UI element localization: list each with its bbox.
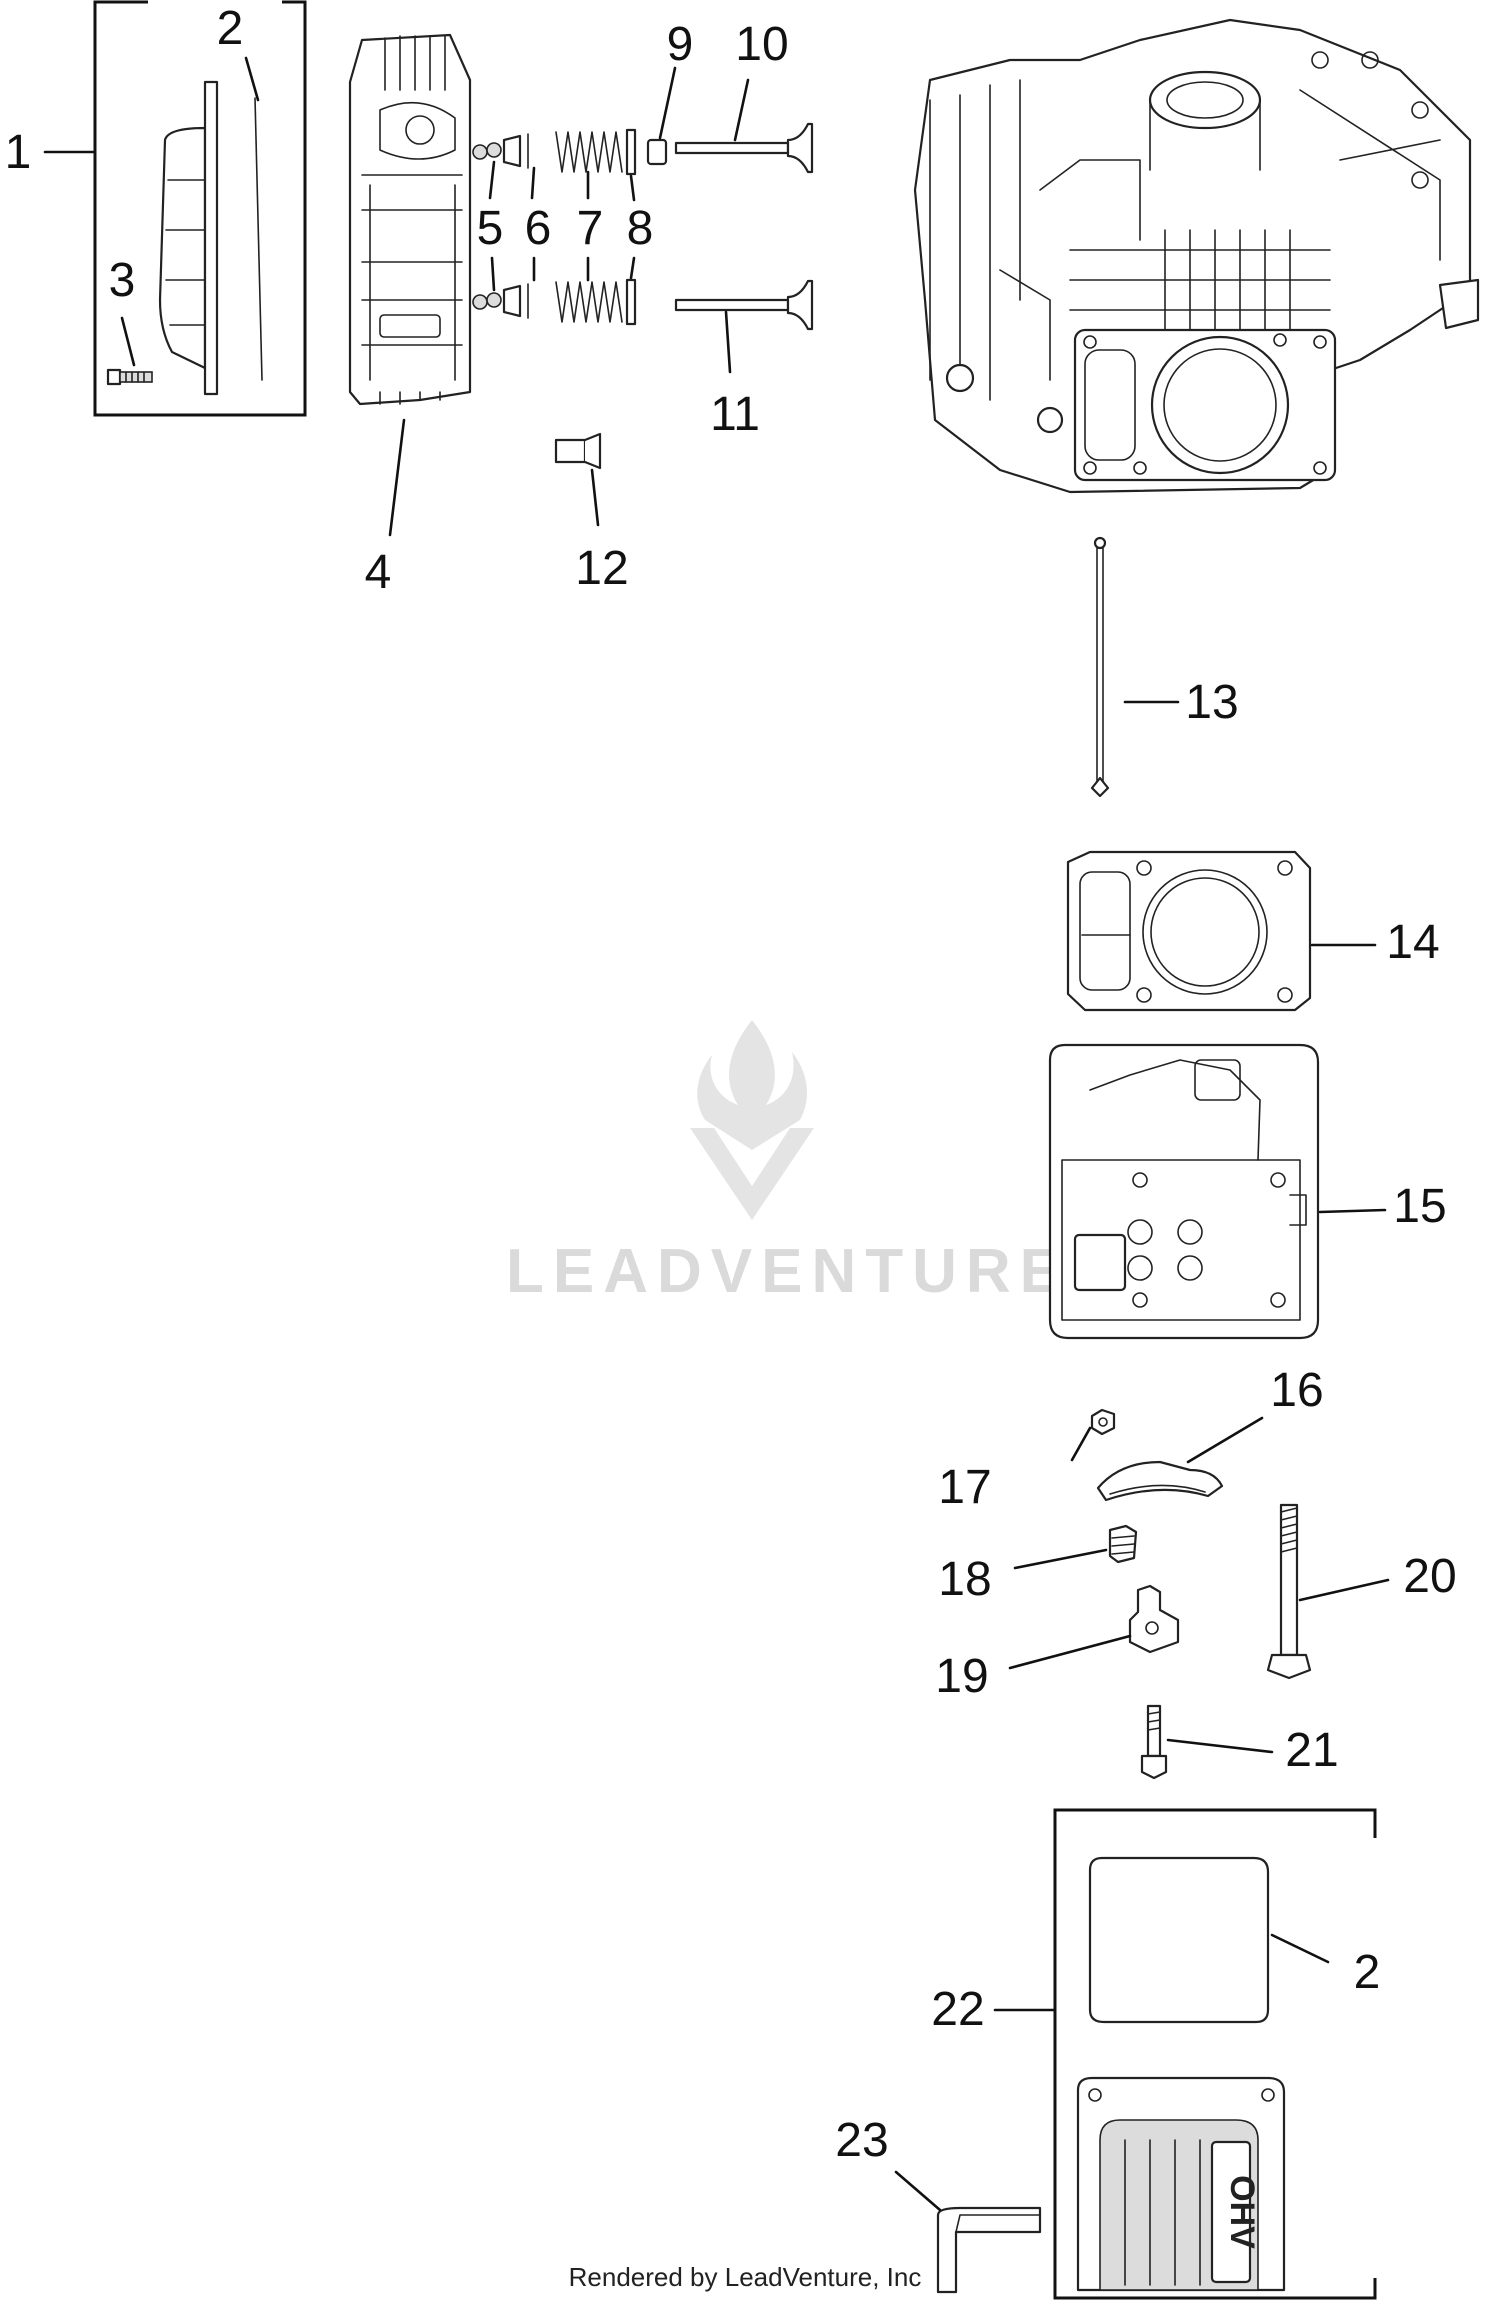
gasket-2-edge [254,97,263,381]
watermark-flame-logo [697,1020,807,1150]
valve-cover-side-view [158,126,207,370]
leader-3 [120,316,136,367]
leader-8-bottom [629,256,636,280]
valve-keepers-5 [472,142,502,310]
callout-14: 14 [1386,916,1439,969]
callout-21: 21 [1285,1724,1338,1777]
callout-20: 20 [1403,1550,1456,1603]
ohv-badge-text: OHV [1223,2175,1261,2249]
exhaust-valve-10 [674,122,814,174]
callout-10: 10 [735,18,788,71]
leader-20 [1298,1578,1390,1602]
callout-23: 23 [835,2114,888,2167]
valve-guide-12 [554,432,602,470]
leader-5-bottom [490,256,496,292]
head-bolt-20 [1266,1503,1312,1680]
valve-cover-gasket-plate [203,80,219,396]
valve-cover-gasket-2 [1088,1856,1270,2024]
leader-2a [244,56,260,102]
callout-11: 11 [710,388,760,441]
rendered-by-footer: Rendered by LeadVenture, Inc [569,2262,922,2292]
push-rod-13 [1090,536,1110,798]
callout-19: 19 [935,1650,988,1703]
cover-screw-3 [106,368,153,386]
leader-18 [1013,1548,1108,1570]
cylinder-head-15 [1048,1043,1320,1340]
valve-springs-7 [555,131,623,323]
leadventure-watermark: LEADVENTURE [506,1020,1070,1306]
kit-1-valve-cover-group [93,0,307,417]
leader-12 [590,468,600,527]
bracket-23 [936,2206,1042,2294]
callout-12: 12 [575,542,628,595]
engine-block [913,18,1480,494]
leader-23 [894,2170,942,2212]
valve-cap-9 [646,138,668,166]
callout-4: 4 [365,546,392,599]
callout-1: 1 [5,126,32,179]
callout-5: 5 [477,202,504,255]
valve-retainers-6 [502,133,529,319]
leader-8-top [629,174,636,202]
rocker-pivot-19 [1128,1584,1180,1654]
leader-16 [1186,1416,1264,1464]
valve-cover-22: OHV [1076,2076,1286,2292]
leader-11 [724,310,732,374]
leader-5-top [488,160,496,200]
leader-2b [1270,1933,1330,1964]
callout-7: 7 [577,202,604,255]
valve-cover-ribs [165,179,206,326]
callout-18: 18 [938,1553,991,1606]
leader-15 [1318,1208,1387,1214]
kit-22-valve-cover-group: OHV [1053,1808,1377,2300]
callout-17: 17 [938,1461,991,1514]
head-gasket-14 [1066,850,1312,1012]
rocker-arm-16 [1096,1460,1224,1502]
adjusting-nut-17 [1090,1408,1116,1436]
callout-8: 8 [627,202,654,255]
leader-10 [733,78,750,142]
callout-2-bottom: 2 [1354,1946,1381,1999]
callout-2-top: 2 [217,2,244,55]
intake-valve-11 [674,279,814,331]
callout-22: 22 [931,1983,984,2036]
leader-9 [658,66,677,140]
callout-numbers: 1 2 3 4 5 6 7 8 9 10 11 12 13 14 15 16 1… [5,2,1457,2167]
leader-21 [1166,1738,1274,1754]
watermark-text: LEADVENTURE [506,1237,1070,1306]
callout-6: 6 [525,202,552,255]
valve-seals-8 [625,128,637,326]
cylinder-head-4 [348,33,472,406]
watermark-v-logo [690,1128,814,1220]
callout-3: 3 [109,254,136,307]
kit-1-bracket [93,0,307,417]
screw-21 [1140,1704,1168,1780]
callout-9: 9 [667,18,694,71]
callout-13: 13 [1185,676,1238,729]
leader-6-top [530,166,536,200]
callout-15: 15 [1393,1180,1446,1233]
stud-18 [1108,1524,1138,1564]
leader-4 [388,418,406,537]
leader-lines [43,56,1390,2212]
kit-22-bracket [1053,1808,1377,2300]
leader-17 [1070,1426,1092,1462]
callout-16: 16 [1270,1364,1323,1417]
leader-19 [1008,1634,1132,1670]
